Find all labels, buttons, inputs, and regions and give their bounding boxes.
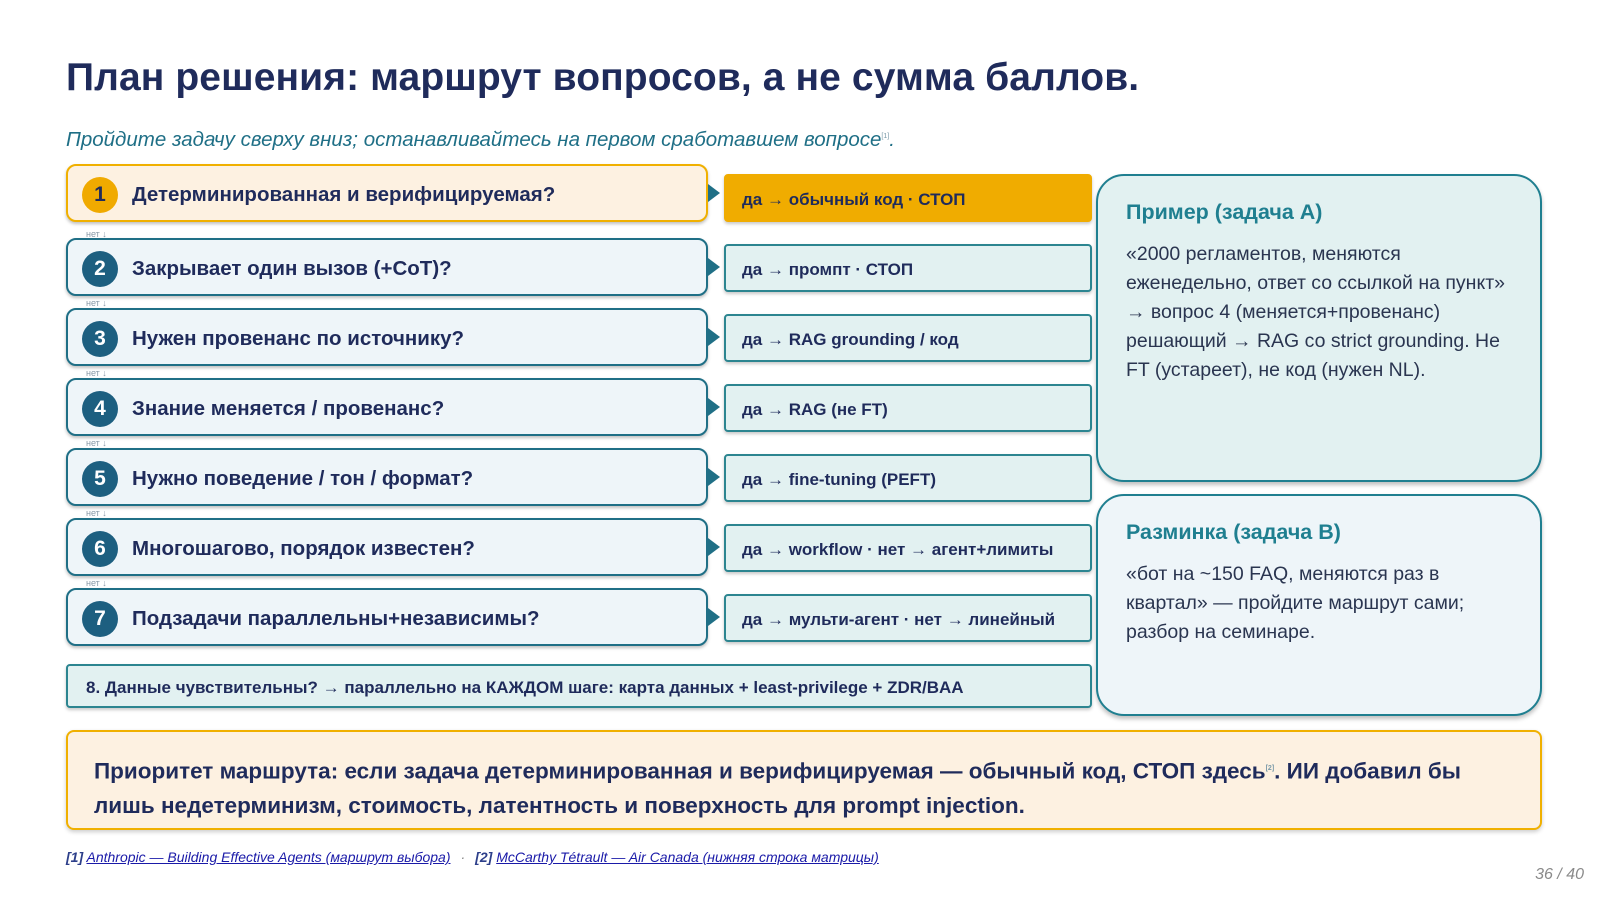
question-text: Нужен провенанс по источнику? bbox=[132, 327, 465, 350]
next-label: нет ↓ bbox=[86, 229, 107, 239]
question-card-6: 6 Многошагово, порядок известен? bbox=[66, 518, 708, 576]
answer-card-4: да → RAG (не FT) bbox=[724, 384, 1092, 432]
question-card-1: 1 Детерминированная и верифицируемая? bbox=[66, 164, 708, 222]
banner-text-b: . ИИ добавил бы лишь недетерминизм, стои… bbox=[94, 758, 1462, 818]
warmup-text: «бот на ~150 FAQ, меняются раз в квартал… bbox=[1126, 563, 1465, 643]
question-number: 6 bbox=[82, 531, 118, 567]
arrow-right-icon bbox=[708, 398, 720, 416]
question-text: Нужно поведение / тон / формат? bbox=[132, 467, 474, 490]
arrow-right-icon bbox=[708, 468, 720, 486]
question-card-7: 7 Подзадачи параллельны+независимы? bbox=[66, 588, 708, 646]
answer-card-5: да → fine-tuning (PEFT) bbox=[724, 454, 1092, 502]
question-text: Детерминированная и верифицируемая? bbox=[132, 183, 556, 206]
subtitle-citation[interactable]: [1] bbox=[881, 133, 890, 141]
footer-references: [1] Anthropic — Building Effective Agent… bbox=[66, 849, 879, 865]
answer-text: да → обычный код · СТОП bbox=[742, 190, 966, 209]
answer-card-1: да → обычный код · СТОП bbox=[724, 174, 1092, 222]
arrow-right-icon bbox=[708, 328, 720, 346]
question-card-2: 2 Закрывает один вызов (+CoT)? bbox=[66, 238, 708, 296]
ref2-number: [2] bbox=[475, 849, 493, 865]
next-label: нет ↓ bbox=[86, 508, 107, 518]
answer-text: да → мульти-агент · нет → линейный bbox=[742, 610, 1056, 629]
answer-text: да → промпт · СТОП bbox=[742, 260, 914, 279]
answer-card-3: да → RAG grounding / код bbox=[724, 314, 1092, 362]
question-card-4: 4 Знание меняется / провенанс? bbox=[66, 378, 708, 436]
question-number: 3 bbox=[82, 321, 118, 357]
answer-card-2: да → промпт · СТОП bbox=[724, 244, 1092, 292]
banner-text-a: Приоритет маршрута: если задача детермин… bbox=[94, 758, 1266, 784]
next-label: нет ↓ bbox=[86, 578, 107, 588]
question-number: 5 bbox=[82, 461, 118, 497]
priority-banner: Приоритет маршрута: если задача детермин… bbox=[66, 730, 1542, 830]
next-label: нет ↓ bbox=[86, 438, 107, 448]
ref1-number: [1] bbox=[66, 849, 84, 865]
answer-text: да → workflow · нет → агент+лимиты bbox=[742, 540, 1054, 559]
page-subtitle: Пройдите задачу сверху вниз; останавлива… bbox=[66, 128, 895, 152]
example-card: Пример (задача A) «2000 регламентов, мен… bbox=[1096, 174, 1542, 482]
answer-text: да → RAG grounding / код bbox=[742, 330, 959, 349]
arrow-right-icon bbox=[708, 608, 720, 626]
answer-text: да → RAG (не FT) bbox=[742, 400, 888, 419]
answer-card-7: да → мульти-агент · нет → линейный bbox=[724, 594, 1092, 642]
banner-text: Приоритет маршрута: если задача детермин… bbox=[94, 752, 1500, 823]
arrow-right-icon bbox=[708, 538, 720, 556]
question-text: Знание меняется / провенанс? bbox=[132, 397, 445, 420]
answer-card-6: да → workflow · нет → агент+лимиты bbox=[724, 524, 1092, 572]
question-number: 4 bbox=[82, 391, 118, 427]
page-title: План решения: маршрут вопросов, а не сум… bbox=[66, 56, 1140, 99]
next-label: нет ↓ bbox=[86, 298, 107, 308]
answer-text: да → fine-tuning (PEFT) bbox=[742, 470, 936, 489]
banner-citation[interactable]: [2] bbox=[1265, 765, 1275, 772]
question-text: Многошагово, порядок известен? bbox=[132, 537, 475, 560]
warmup-title: Разминка (задача B) bbox=[1126, 520, 1341, 544]
ref2-link[interactable]: McCarthy Tétrault — Air Canada (нижняя с… bbox=[496, 849, 879, 865]
question-card-5: 5 Нужно поведение / тон / формат? bbox=[66, 448, 708, 506]
subtitle-end: . bbox=[889, 128, 895, 151]
example-text: «2000 регламентов, меняются еженедельно,… bbox=[1126, 243, 1505, 381]
ref1-link[interactable]: Anthropic — Building Effective Agents (м… bbox=[86, 849, 451, 865]
warmup-card: Разминка (задача B) «бот на ~150 FAQ, ме… bbox=[1096, 494, 1542, 716]
sensitive-data-row: 8. Данные чувствительны? → параллельно н… bbox=[66, 664, 1092, 708]
arrow-right-icon bbox=[708, 184, 720, 202]
question-number: 2 bbox=[82, 251, 118, 287]
question-number: 7 bbox=[82, 601, 118, 637]
question-number: 1 bbox=[82, 177, 118, 213]
arrow-right-icon bbox=[708, 258, 720, 276]
page-number: 36 / 40 bbox=[1535, 866, 1584, 883]
question-text: Подзадачи параллельны+независимы? bbox=[132, 607, 540, 630]
example-title: Пример (задача A) bbox=[1126, 200, 1323, 224]
sensitive-data-text: 8. Данные чувствительны? → параллельно н… bbox=[86, 678, 964, 697]
subtitle-text: Пройдите задачу сверху вниз; останавлива… bbox=[66, 128, 882, 151]
question-text: Закрывает один вызов (+CoT)? bbox=[132, 257, 452, 280]
footer-separator: · bbox=[460, 849, 466, 865]
next-label: нет ↓ bbox=[86, 368, 107, 378]
question-card-3: 3 Нужен провенанс по источнику? bbox=[66, 308, 708, 366]
